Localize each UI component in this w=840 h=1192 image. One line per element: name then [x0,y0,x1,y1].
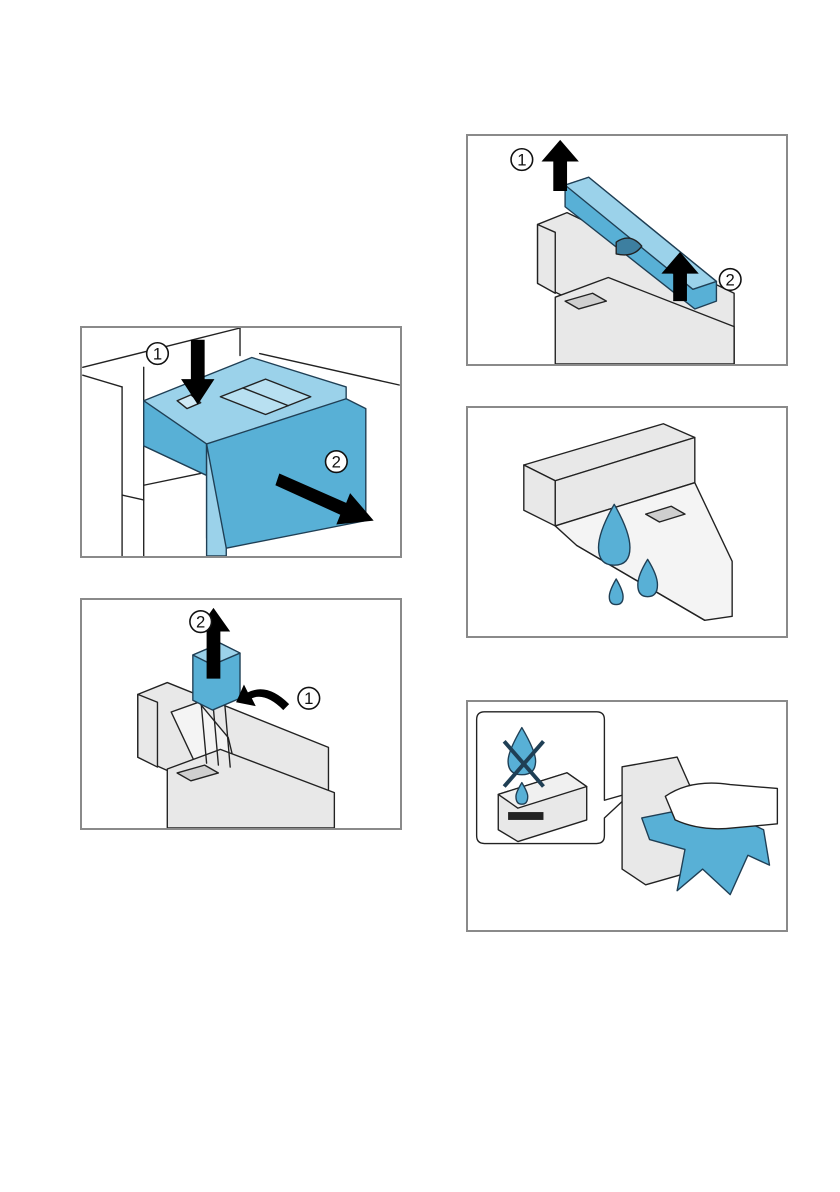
svg-text:2: 2 [726,270,735,289]
hand-icon [665,783,777,829]
figure-remove-cover: 1 2 [466,134,788,366]
rinse-illustration [468,408,786,636]
figure-pull-out-drawer: 1 2 [80,326,402,558]
drawer-illustration: 1 2 [82,328,400,556]
callout-1: 1 [147,343,169,365]
callout-2: 2 [326,451,348,473]
callout-1: 1 [298,687,320,709]
svg-text:1: 1 [517,150,526,169]
callout-1: 1 [511,149,533,171]
water-drop-small [609,579,623,605]
figure-wipe-dry [466,700,788,932]
press-hook-arrow [236,685,289,711]
insert-illustration: 1 2 [82,600,400,828]
cover-illustration: 1 2 [468,136,786,364]
figure-lift-insert: 1 2 [80,598,402,830]
callout-2: 2 [719,269,741,291]
contacts-icon [508,812,543,820]
wipe-illustration [468,702,786,930]
figure-rinse-drawer [466,406,788,638]
svg-text:2: 2 [196,613,205,632]
svg-text:2: 2 [332,453,341,472]
svg-text:1: 1 [304,689,313,708]
callout-2: 2 [190,611,212,633]
svg-text:1: 1 [153,344,162,363]
